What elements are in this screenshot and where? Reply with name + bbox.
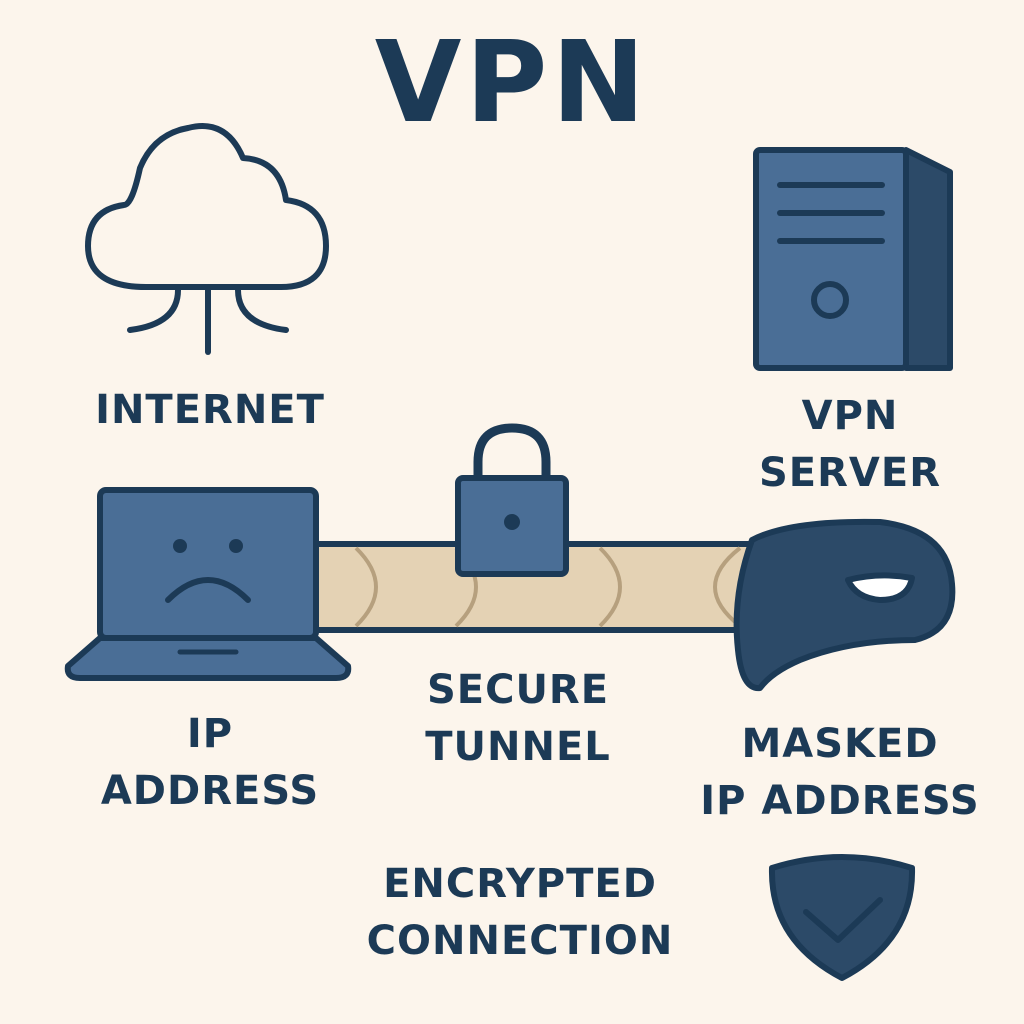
internet-label: INTERNET bbox=[95, 387, 325, 433]
vpn-server-label-line-1: VPN bbox=[801, 393, 899, 439]
diagram-title: VPN bbox=[374, 18, 650, 148]
padlock-icon bbox=[455, 423, 569, 577]
masked-ip-label: MASKED IP ADDRESS bbox=[680, 716, 1000, 830]
secure-tunnel-label: SECURE TUNNEL bbox=[368, 662, 668, 776]
encrypted-connection-label: ENCRYPTED CONNECTION bbox=[340, 856, 700, 970]
sad-face-icon bbox=[165, 539, 251, 603]
masked-ip-label-line-2: IP ADDRESS bbox=[700, 778, 980, 824]
mask-icon bbox=[733, 518, 956, 692]
encrypted-connection-label-line-1: ENCRYPTED bbox=[383, 861, 657, 907]
masked-ip-label-line-1: MASKED bbox=[741, 721, 939, 767]
laptop-icon bbox=[64, 487, 352, 681]
ip-address-label-line-2: ADDRESS bbox=[100, 768, 320, 814]
server-icon bbox=[753, 147, 953, 371]
secure-tunnel-label-line-1: SECURE bbox=[426, 667, 610, 713]
secure-tunnel-label-line-2: TUNNEL bbox=[425, 724, 611, 770]
encrypted-connection-label-line-2: CONNECTION bbox=[366, 918, 674, 964]
vpn-server-label: VPN SERVER bbox=[700, 388, 1000, 502]
shield-check-icon bbox=[768, 854, 916, 981]
ip-address-label: IP ADDRESS bbox=[60, 706, 360, 820]
ip-address-label-line-1: IP bbox=[186, 711, 234, 757]
cloud-icon bbox=[85, 123, 329, 355]
vpn-server-label-line-2: SERVER bbox=[758, 450, 941, 496]
